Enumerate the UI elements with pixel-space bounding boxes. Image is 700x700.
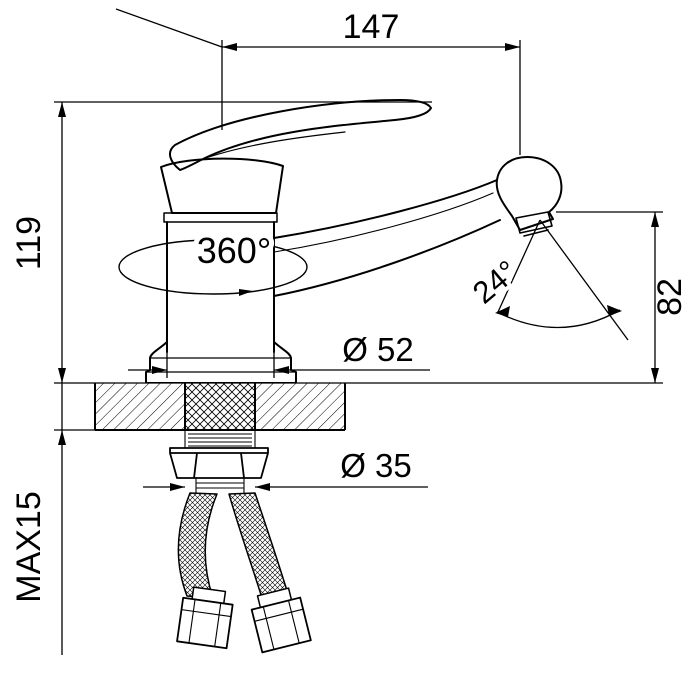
- dia-35-label: Ø 35: [340, 447, 412, 484]
- arrow-max15: [58, 430, 66, 445]
- arrow-82-bottom: [651, 368, 659, 383]
- hose-right-fitting: [250, 587, 312, 654]
- countertop-hatch-left: [95, 383, 185, 430]
- arrow-119-top: [58, 102, 66, 117]
- swivel-360-label: 360°: [197, 230, 271, 271]
- arrow-dia35-right: [255, 483, 270, 491]
- angle-24-label: 24°: [466, 253, 524, 310]
- dimension-labels-group: 147 119 MAX15 82 360° 24° Ø 52 Ø 35: [10, 8, 689, 603]
- dim-82-lines: [556, 211, 663, 383]
- arrow-angle-right: [607, 305, 622, 316]
- spout-arm: [273, 179, 501, 297]
- hose-right: [228, 492, 289, 599]
- cap-collar: [163, 212, 278, 223]
- undercounter-group: [169, 430, 312, 654]
- dim-82-label: 82: [651, 278, 689, 316]
- lever-handle: [168, 99, 432, 171]
- angle-24-lines: [496, 219, 629, 341]
- lower-shank: [195, 478, 245, 493]
- arrow-147-right: [505, 43, 520, 51]
- threaded-shank: [184, 430, 256, 448]
- arrow-82-top: [651, 212, 659, 227]
- arrow-dia52-right: [274, 366, 289, 374]
- max15-label: MAX15: [10, 491, 48, 603]
- arrow-119-bottom: [58, 368, 66, 383]
- handle-cap: [160, 157, 284, 214]
- spout-inner-line: [273, 192, 494, 253]
- countertop-outline: [94, 383, 346, 431]
- arrow-147-left: [222, 43, 237, 51]
- spout-head: [495, 156, 563, 231]
- shank-section-hatch: [185, 383, 255, 430]
- swivel-ellipse: [118, 239, 308, 295]
- arrowheads-group: [58, 43, 659, 491]
- aerator: [515, 211, 553, 237]
- dim-147-label: 147: [343, 8, 400, 46]
- hose-left: [177, 492, 218, 599]
- mounting-nut: [169, 447, 269, 479]
- countertop-hatch-right: [255, 383, 345, 430]
- dim-dia52-lines: [128, 352, 430, 378]
- countertop-group: [94, 383, 346, 431]
- arrow-swivel: [239, 289, 253, 296]
- dia-52-label: Ø 52: [342, 331, 414, 368]
- arrow-dia35-left: [170, 483, 185, 491]
- arrow-dia52-left: [152, 366, 167, 374]
- arrow-angle-left: [495, 306, 510, 317]
- dim-147-lines: [115, 8, 521, 155]
- lever-edge-line: [199, 131, 346, 161]
- base-rings: [145, 357, 297, 373]
- dim-119-label: 119: [10, 216, 48, 270]
- hose-left-fitting: [176, 586, 234, 650]
